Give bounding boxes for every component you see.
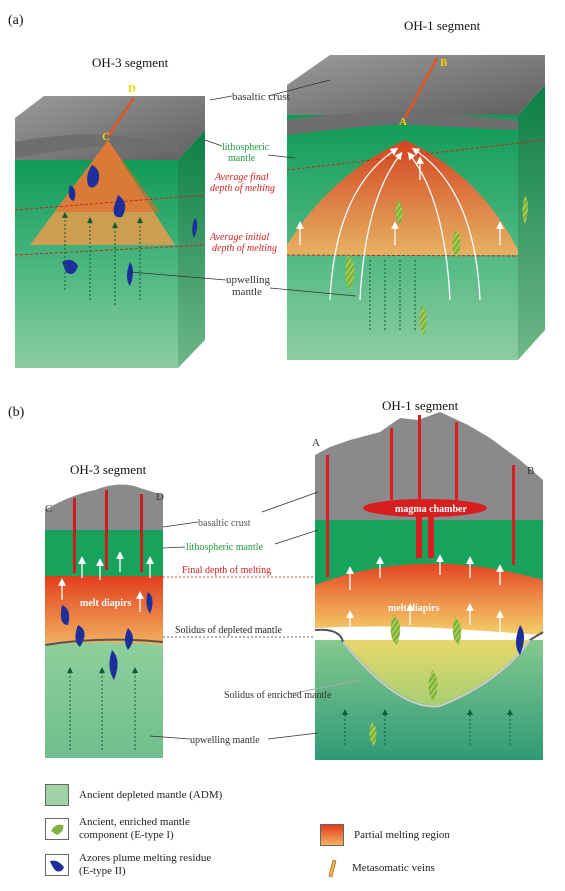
legend-etype1: Ancient, enriched mantle component (E-ty… (45, 816, 190, 842)
b-final-depth-label: Final depth of melting (182, 565, 271, 576)
b-oh3-melt-arrows (58, 551, 154, 612)
point-d-a: D (128, 83, 136, 95)
b-oh3-lower-mantle (45, 640, 163, 758)
a-lithospheric-label-1: lithospheric (222, 142, 270, 153)
b-oh3-column: melt diapirs C D (44, 484, 164, 758)
b-oh1-melting-zone (315, 561, 543, 635)
panel-a-annotations: basaltic crust lithospheric mantle Avera… (129, 79, 357, 298)
b-oh3-lithosphere (45, 530, 163, 576)
oh1-initial-depth-line (286, 254, 519, 257)
a-final-depth-label-1: Average final (214, 172, 269, 183)
a-lithospheric-label-2: mantle (228, 153, 256, 164)
magma-chamber (363, 499, 487, 517)
legend: Ancient depleted mantle (ADM) Ancient, e… (45, 780, 545, 888)
point-b-b: B (527, 465, 534, 477)
plume-residue-swatch (45, 854, 69, 876)
legend-partial-melting-text: Partial melting region (354, 828, 450, 841)
a-initial-depth-label-2: depth of melting (212, 243, 277, 254)
oh1-final-depth-line (286, 139, 546, 171)
b-oh1-feeders (326, 415, 515, 577)
a-basaltic-crust-label: basaltic crust (232, 91, 290, 103)
oh3-melting-core (55, 140, 160, 212)
legend-etype2-l1: Azores plume melting residue (79, 852, 212, 864)
magma-chamber-label: magma chamber (395, 504, 467, 515)
panel-a-oh3-title: OH-3 segment (92, 55, 169, 70)
b-oh3-dikes (73, 490, 143, 573)
oh3-crust-front (15, 134, 178, 158)
legend-veins: Metasomatic veins (320, 858, 435, 878)
b-solidus-depleted-label: Solidus of depleted mantle (175, 625, 282, 636)
panel-a-letter: (a) (8, 13, 24, 28)
b-oh3-melting-zone (45, 575, 163, 645)
oh1-block-side (518, 85, 545, 360)
panel-b-oh1-title: OH-1 segment (382, 398, 459, 413)
b-oh1-enriched-solidus (342, 639, 531, 708)
b-oh1-melt-arrows (346, 554, 504, 632)
oh3-block-side (178, 130, 205, 368)
b-oh1-enriched-bodies (369, 615, 462, 746)
legend-partial-melting: Partial melting region (320, 824, 450, 846)
point-d-b: D (156, 491, 164, 503)
b-oh1-melt-diapirs: melt diapirs (388, 603, 439, 614)
oh1-block-top (287, 55, 545, 115)
oh3-block: D C (14, 83, 206, 368)
legend-etype2: Azores plume melting residue (E-type II) (45, 852, 211, 878)
veins-swatch (320, 858, 342, 878)
b-oh1-upwelling-arrows (342, 709, 513, 745)
a-final-depth-label-2: depth of melting (210, 183, 275, 194)
point-b-a: B (440, 57, 448, 69)
oh1-flow-arrows (296, 147, 504, 301)
legend-etype1-l1: Ancient, enriched mantle (79, 816, 190, 828)
b-solidus-enriched-label: Solidus of enriched mantle (224, 690, 332, 701)
b-basaltic-crust-label: basaltic crust (198, 518, 251, 529)
panel-a-oh1-title: OH-1 segment (404, 18, 481, 33)
b-oh1-column: magma chamber melt diapirs A B (312, 412, 544, 760)
oh3-plume-residue (62, 165, 198, 286)
point-c-b: C (45, 503, 52, 515)
oh1-melting-region (287, 140, 518, 255)
point-a-b: A (312, 437, 320, 449)
panel-b-oh3-title: OH-3 segment (70, 462, 147, 477)
b-oh3-melt-diapirs: melt diapirs (80, 598, 131, 609)
partial-melting-swatch (320, 824, 344, 846)
oh1-ridge-axis (403, 57, 439, 119)
legend-adm: Ancient depleted mantle (ADM) (45, 784, 222, 806)
point-c-a: C (102, 131, 110, 143)
b-oh3-plume-residue (60, 592, 153, 680)
oh3-initial-depth-line (14, 244, 206, 256)
panel-b-annotations: basaltic crust lithospheric mantle Final… (149, 491, 361, 746)
b-upwelling-label: upwelling mantle (190, 735, 260, 746)
enriched-swatch (45, 818, 69, 840)
b-lithospheric-label: lithospheric mantle (186, 542, 263, 553)
b-oh3-crust (45, 484, 163, 530)
b-oh1-enriched-pool (343, 640, 530, 706)
point-a-a: A (399, 116, 407, 128)
oh1-crust-front (287, 111, 518, 135)
legend-veins-text: Metasomatic veins (352, 861, 435, 874)
a-upwelling-label-1: upwelling (226, 274, 270, 286)
panel-b-letter: (b) (8, 405, 25, 420)
oh1-enriched-bodies (345, 195, 528, 335)
b-oh3-upwelling-arrows (67, 667, 138, 750)
a-upwelling-label-2: mantle (232, 286, 262, 298)
oh1-block: A B (286, 55, 546, 360)
b-oh1-plume-residue (516, 625, 524, 655)
oh3-ridge-axis (106, 97, 136, 137)
adm-swatch (45, 784, 69, 806)
oh3-final-depth-line (14, 194, 206, 211)
legend-adm-text: Ancient depleted mantle (ADM) (79, 788, 223, 801)
a-initial-depth-label-1: Average initial (209, 232, 269, 243)
b-oh3-solidus-line (44, 638, 164, 646)
oh3-upwelling-arrows (62, 212, 143, 305)
legend-etype2-l2: (E-type II) (79, 865, 126, 877)
legend-etype1-l2: component (E-type I) (79, 829, 174, 841)
b-oh1-crust (315, 412, 543, 520)
